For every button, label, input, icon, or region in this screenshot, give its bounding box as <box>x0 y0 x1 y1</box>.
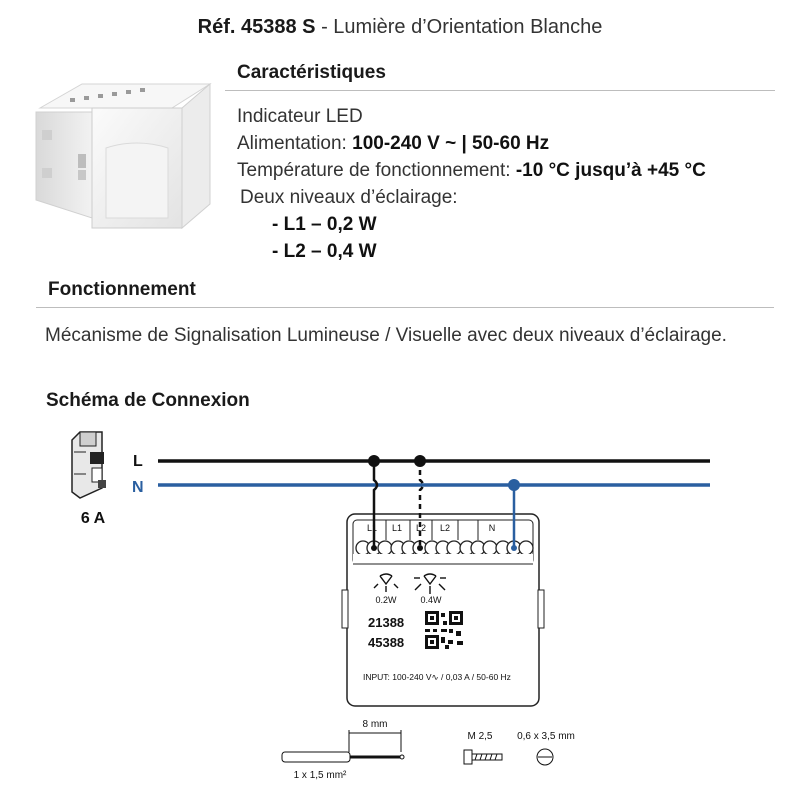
page-title: Réf. 45388 S - Lumière d’Orientation Bla… <box>0 16 800 39</box>
qr-code-icon <box>425 611 463 649</box>
line-l-label: L <box>133 453 143 470</box>
wire-l2 <box>418 461 425 548</box>
product-name: Lumière d’Orientation Blanche <box>333 16 603 38</box>
wire-strip-icon <box>281 730 405 763</box>
screw-icon <box>463 749 503 765</box>
wire-section-label: 1 x 1,5 mm² <box>294 770 347 781</box>
input-spec-label: INPUT: 100-240 V∿ / 0,03 A / 50-60 Hz <box>363 672 511 682</box>
screw-size-label: M 2,5 <box>467 731 492 742</box>
wiring-heading: Schéma de Connexion <box>46 390 250 411</box>
title-separator: - <box>315 16 334 38</box>
strip-length-label: 8 mm <box>363 719 388 730</box>
module-body <box>341 513 545 707</box>
terminal-label-5: N <box>489 523 496 533</box>
light-level-2-icon <box>414 573 446 594</box>
operation-heading: Fonctionnement <box>48 279 196 300</box>
operation-divider <box>36 307 774 308</box>
line-n-label: N <box>132 479 144 496</box>
screw-slot-icon <box>536 748 554 766</box>
level-l2-text: - L2 – 0,4 W <box>272 241 377 262</box>
temperature-text: Température de fonctionnement: -10 °C ju… <box>237 160 706 182</box>
reference-number: Réf. 45388 S <box>197 16 316 38</box>
terminal-label-1: L1 <box>367 523 377 533</box>
terminal-label-2: L1 <box>392 523 402 533</box>
temperature-label: Température de fonctionnement: <box>237 160 516 181</box>
characteristics-divider <box>225 90 775 91</box>
terminal-label-3: L2 <box>416 523 426 533</box>
level-1-power-label: 0.2W <box>375 595 397 605</box>
characteristics-heading: Caractéristiques <box>237 62 386 83</box>
breaker-rating-label: 6 A <box>81 510 106 527</box>
power-supply-text: Alimentation: 100-240 V ~ | 50-60 Hz <box>237 133 549 155</box>
module-ref-1: 21388 <box>368 615 404 630</box>
screwdriver-size-label: 0,6 x 3,5 mm <box>517 731 575 742</box>
light-level-1-icon <box>373 573 399 592</box>
level-2-power-label: 0.4W <box>420 595 442 605</box>
terminal-label-4: L2 <box>440 523 450 533</box>
operation-description: Mécanisme de Signalisation Lumineuse / V… <box>45 325 727 346</box>
temperature-value: -10 °C jusqu’à +45 °C <box>515 160 706 181</box>
power-value: 100-240 V ~ | 50-60 Hz <box>352 133 550 154</box>
lighting-levels-label: Deux niveaux d’éclairage: <box>240 187 458 208</box>
level-l1-text: - L1 – 0,2 W <box>272 214 377 235</box>
circuit-breaker-icon <box>71 431 106 499</box>
module-ref-2: 45388 <box>368 635 404 650</box>
power-label: Alimentation: <box>237 133 353 154</box>
wiring-diagram: 6 A L N L1 L1 L2 L2 N <box>71 431 710 781</box>
product-image <box>35 82 212 230</box>
led-indicator-text: Indicateur LED <box>237 106 363 127</box>
wire-l1 <box>372 461 379 548</box>
